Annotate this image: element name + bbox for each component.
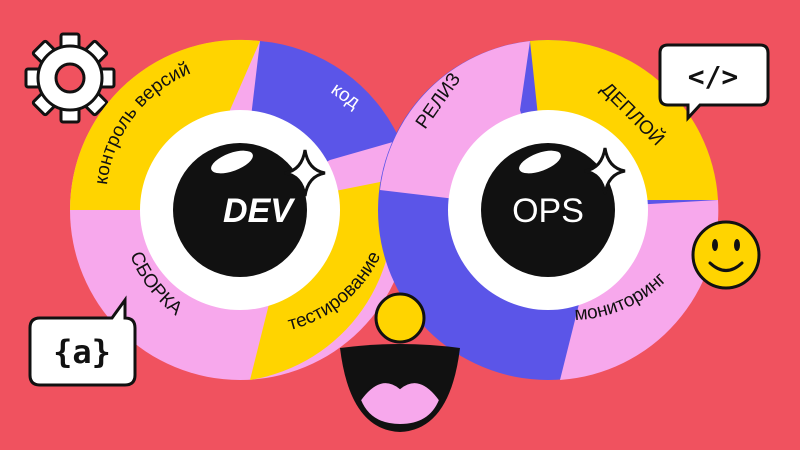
mouth-face-icon	[340, 292, 460, 432]
smiley-icon	[691, 220, 761, 290]
ops-center-circle	[481, 143, 615, 277]
code-bubble-label: </>	[688, 60, 739, 93]
dev-center-label: DEV	[223, 192, 296, 230]
at-bubble-icon: {a}	[28, 295, 137, 387]
ops-center-label: OPS	[512, 192, 584, 230]
dev-center-circle	[173, 143, 307, 277]
at-bubble-label: {a}	[53, 333, 111, 371]
code-bubble-icon: </>	[658, 43, 770, 122]
dev-loop: DEV контроль версий код СБОРКА тестирова…	[69, 39, 410, 380]
gear-icon	[24, 32, 116, 124]
sparkle-icon	[284, 149, 326, 197]
ops-loop: OPS РЕЛИЗ ДЕПЛОЙ мониторинг	[378, 40, 719, 380]
sparkle-icon	[584, 147, 626, 195]
